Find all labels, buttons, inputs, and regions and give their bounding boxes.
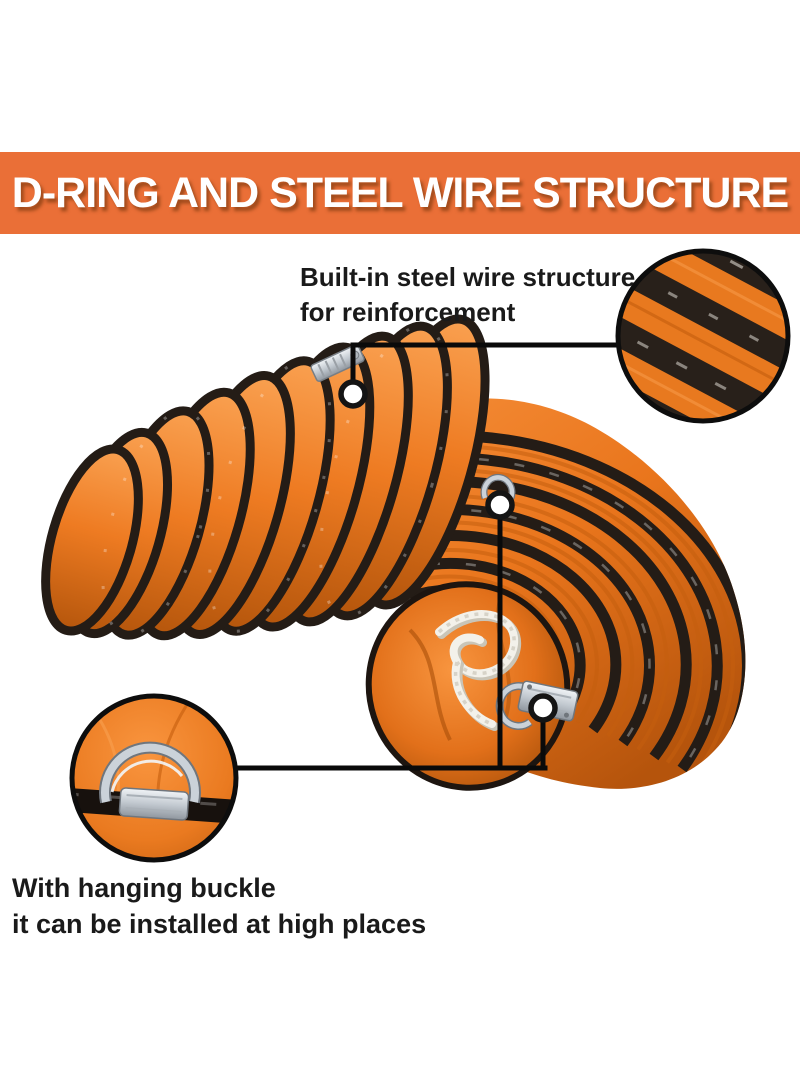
magnifier-border bbox=[69, 693, 239, 863]
title-banner: D-RING AND STEEL WIRE STRUCTURE bbox=[0, 152, 800, 234]
small-d-ring bbox=[480, 474, 516, 500]
marker-dot-steel-wire bbox=[338, 379, 368, 409]
callout-lines bbox=[231, 342, 625, 771]
banner-title: D-RING AND STEEL WIRE STRUCTURE bbox=[11, 168, 789, 217]
magnifier-d-ring bbox=[69, 693, 239, 863]
magnifier-border bbox=[615, 248, 791, 424]
hanging-buckle-annotation: With hanging buckle it can be installed … bbox=[12, 870, 426, 942]
callout-line-steel-wire bbox=[350, 342, 625, 397]
marker-dot-upper-buckle bbox=[485, 490, 515, 520]
steel-wire-annotation: Built-in steel wire structure for reinfo… bbox=[300, 260, 635, 330]
steel-wire-annotation-line1: Built-in steel wire structure bbox=[300, 262, 636, 292]
d-ring-plate bbox=[118, 787, 190, 821]
duct-photo bbox=[41, 314, 746, 791]
d-ring bbox=[99, 741, 201, 804]
steel-wire-annotation-line2: for reinforcement bbox=[300, 297, 516, 327]
hanging-buckle-annotation-line2: it can be installed at high places bbox=[12, 909, 427, 939]
duct-left-coil bbox=[41, 314, 490, 641]
rope bbox=[435, 610, 522, 731]
hanging-buckle-annotation-line1: With hanging buckle bbox=[12, 873, 276, 903]
marker-dot-lower-buckle bbox=[528, 693, 558, 723]
